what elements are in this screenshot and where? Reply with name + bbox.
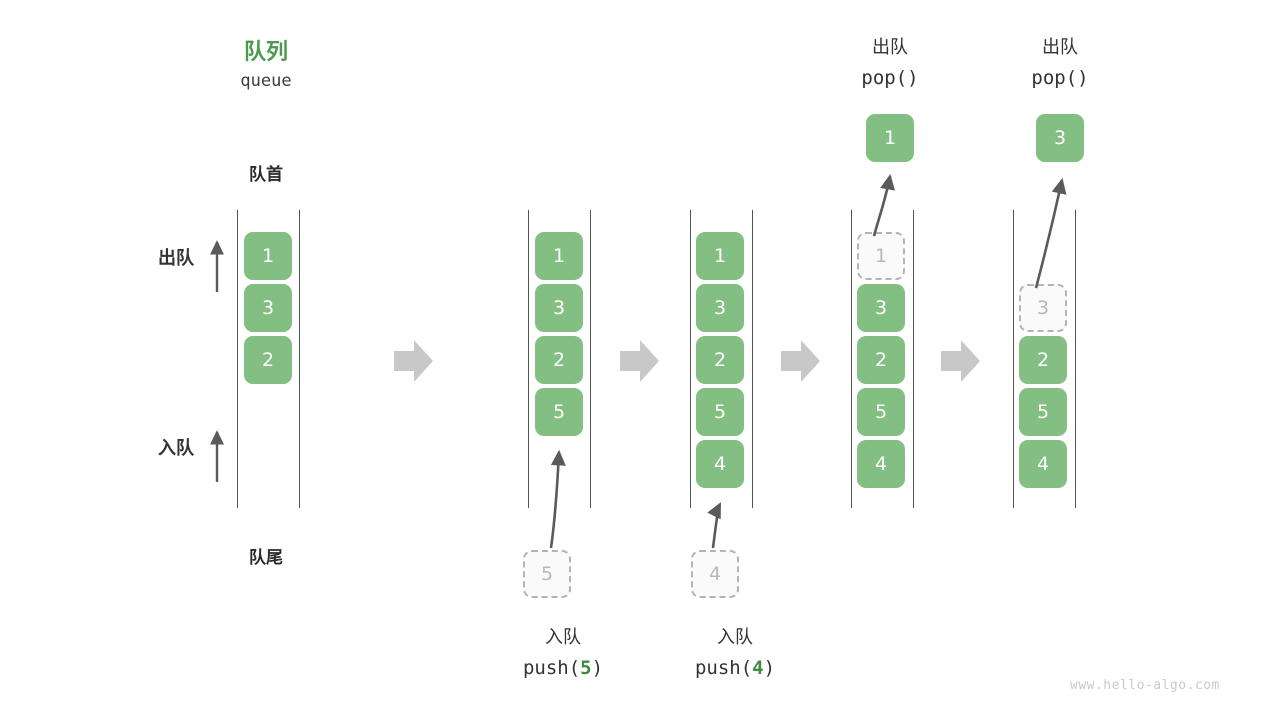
queue-cell: 2	[696, 336, 744, 384]
queue-cell-ghost: 3	[1019, 284, 1067, 332]
stage-caption-code-pop-3: pop()	[980, 67, 1140, 89]
queue-cell: 4	[696, 440, 744, 488]
rail-left-stage-push-5	[528, 210, 529, 508]
step-arrow-icon	[620, 340, 659, 382]
watermark: www.hello-algo.com	[1070, 678, 1220, 693]
detached-cell-pop-3: 3	[1036, 114, 1084, 162]
queue-cell: 1	[244, 232, 292, 280]
stage-caption-cn-pop-1: 出队	[872, 37, 908, 58]
code-arg: 4	[752, 657, 764, 679]
queue-cell-empty	[1019, 232, 1067, 280]
rail-right-stage-pop-3	[1075, 210, 1076, 508]
front-label: 队首	[249, 165, 283, 185]
stage-caption-code-push-4: push(4)	[655, 657, 815, 679]
push-4-arrow	[707, 502, 722, 549]
stage-caption-cn-pop-3: 出队	[1042, 37, 1078, 58]
queue-cell: 5	[1019, 388, 1067, 436]
detached-cell-push-5: 5	[523, 550, 571, 598]
stage-caption-code-pop-1: pop()	[810, 67, 970, 89]
rail-left-stage-initial	[237, 210, 238, 508]
queue-cell: 1	[535, 232, 583, 280]
queue-title-en: queue	[240, 71, 292, 91]
stage-caption-cn-push-4: 入队	[717, 627, 753, 648]
rail-left-stage-pop-3	[1013, 210, 1014, 508]
pop-1-arrow	[872, 173, 895, 237]
queue-cell: 1	[696, 232, 744, 280]
step-arrow-icon	[394, 340, 433, 382]
stage-caption-cn-push-5: 入队	[545, 627, 581, 648]
step-arrow-icon	[941, 340, 980, 382]
push-5-arrow	[549, 449, 566, 549]
queue-cell: 5	[696, 388, 744, 436]
rail-left-stage-push-4	[690, 210, 691, 508]
queue-cell: 2	[1019, 336, 1067, 384]
queue-cell: 3	[857, 284, 905, 332]
code-prefix: push(	[694, 657, 753, 679]
code-suffix: )	[591, 657, 604, 679]
queue-title-cn: 队列	[243, 40, 288, 65]
dequeue-label: 出队	[158, 248, 194, 269]
rear-label: 队尾	[249, 548, 283, 568]
queue-cell-ghost: 1	[857, 232, 905, 280]
code-prefix: push(	[522, 657, 581, 679]
detached-cell-push-4: 4	[691, 550, 739, 598]
code-prefix: pop(	[1031, 67, 1078, 89]
enqueue-label: 入队	[158, 438, 194, 459]
rail-left-stage-pop-1	[851, 210, 852, 508]
code-prefix: pop(	[861, 67, 908, 89]
queue-cell: 5	[857, 388, 905, 436]
queue-cell: 5	[535, 388, 583, 436]
queue-cell: 3	[244, 284, 292, 332]
queue-cell: 3	[696, 284, 744, 332]
rail-right-stage-push-4	[752, 210, 753, 508]
queue-cell: 3	[535, 284, 583, 332]
queue-cell: 2	[244, 336, 292, 384]
queue-cell: 4	[1019, 440, 1067, 488]
queue-cell: 4	[857, 440, 905, 488]
rail-right-stage-push-5	[590, 210, 591, 508]
detached-cell-pop-1: 1	[866, 114, 914, 162]
code-suffix: )	[763, 657, 776, 679]
code-suffix: )	[907, 67, 919, 89]
rail-right-stage-initial	[299, 210, 300, 508]
queue-cell: 2	[857, 336, 905, 384]
queue-cell: 2	[535, 336, 583, 384]
code-suffix: )	[1077, 67, 1089, 89]
rail-right-stage-pop-1	[913, 210, 914, 508]
step-arrow-icon	[781, 340, 820, 382]
stage-caption-code-push-5: push(5)	[483, 657, 643, 679]
code-arg: 5	[580, 657, 592, 679]
